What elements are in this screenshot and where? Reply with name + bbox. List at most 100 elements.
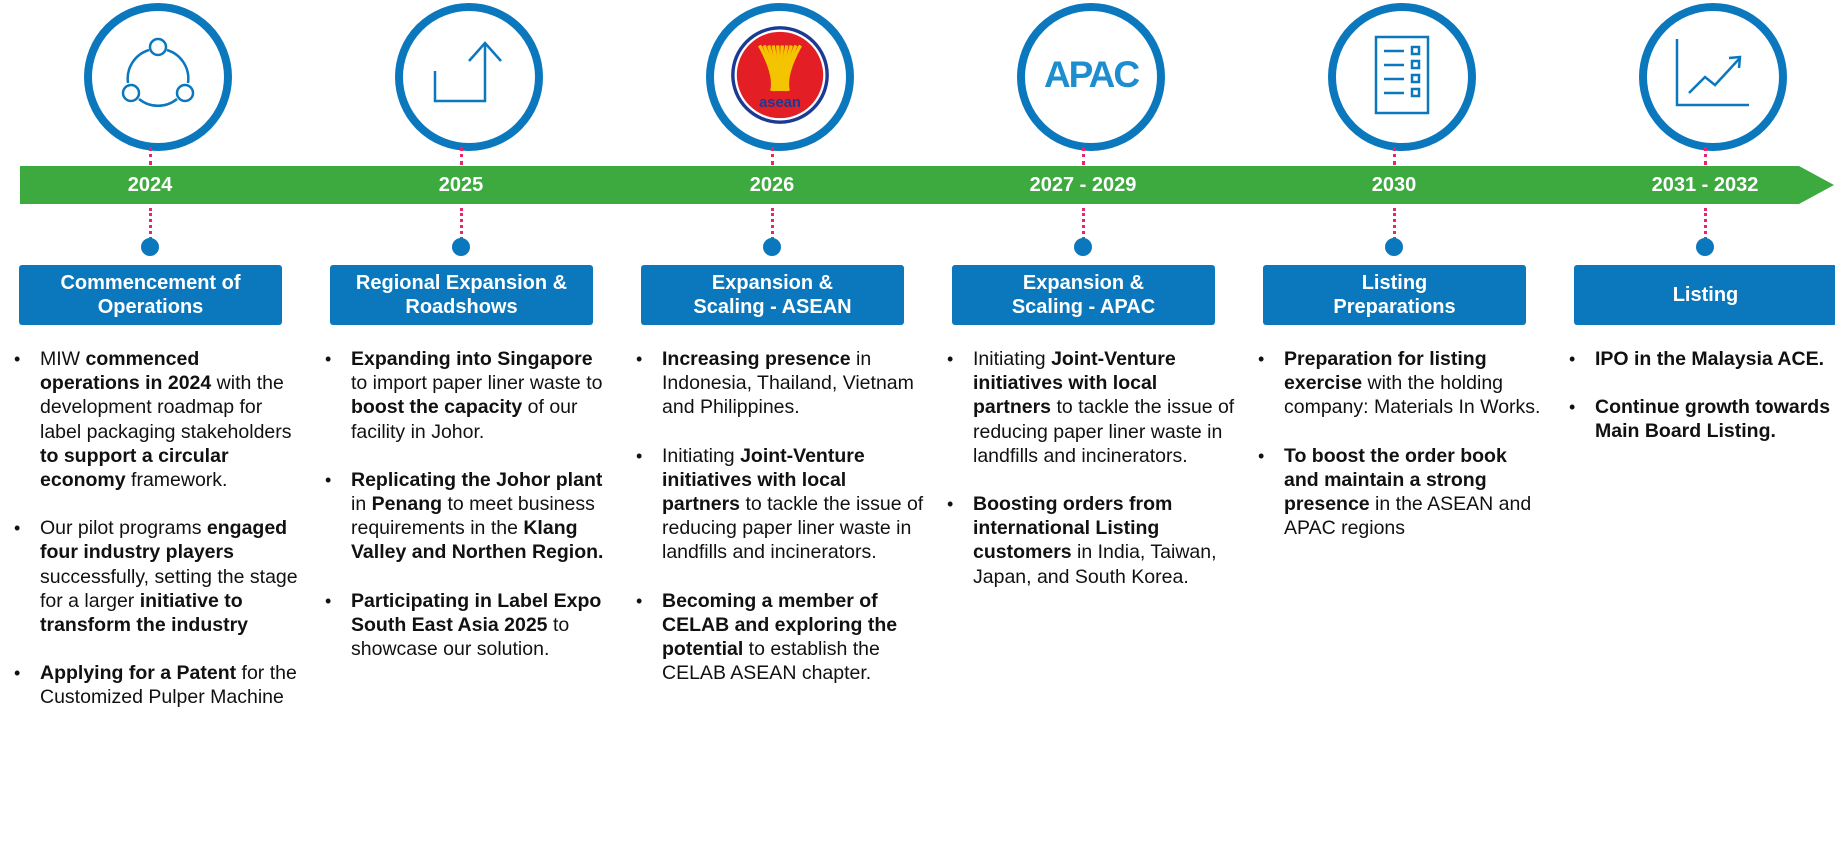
growth-chart-icon xyxy=(1669,31,1757,124)
bullet-item: Becoming a member of CELAB and exploring… xyxy=(634,589,924,686)
bullet-item: MIW commenced operations in 2024 with th… xyxy=(12,347,302,492)
bullet-text-bold: Replicating the Johor plant xyxy=(351,468,603,491)
stage-year: 2030 xyxy=(1371,174,1417,196)
stage-bullets: Increasing presence in Indonesia, Thaila… xyxy=(634,347,924,709)
stage-icon-circle: asean xyxy=(706,3,854,151)
stage-bullets: MIW commenced operations in 2024 with th… xyxy=(12,347,302,734)
bullet-text: Initiating xyxy=(662,444,741,467)
bullet-item: To boost the order book and maintain a s… xyxy=(1256,444,1546,541)
bullet-text-bold: Participating in Label Expo South East A… xyxy=(351,589,602,636)
bullet-text-bold: Preparation for listing exercise xyxy=(1284,348,1487,395)
bullet-text: for the Customized Pulper Machine xyxy=(40,662,297,709)
stage-bullets: Preparation for listing exercise with th… xyxy=(1256,347,1546,564)
stage-icon-circle xyxy=(84,3,232,151)
bullet-text: in Indonesia, Thailand, Vietnam and Phil… xyxy=(662,348,914,419)
stage-title-line: Expansion & xyxy=(1022,272,1145,294)
bullet-item: Boosting orders from international Listi… xyxy=(945,492,1235,589)
bullet-item: Increasing presence in Indonesia, Thaila… xyxy=(634,347,924,420)
connector-bottom xyxy=(1082,208,1085,240)
stage-title-line: Regional Expansion & xyxy=(355,272,568,294)
bullet-text: with the holding company: Materials In W… xyxy=(1284,372,1541,419)
bullet-item: Applying for a Patent for the Customized… xyxy=(12,661,302,709)
connector-bottom xyxy=(1393,208,1396,240)
bullet-text-bold: Increasing presence xyxy=(662,348,851,370)
stage-title-line: Roadshows xyxy=(405,296,518,318)
bullet-item: IPO in the Malaysia ACE. xyxy=(1567,347,1835,371)
bullet-text-bold: IPO in the Malaysia ACE. xyxy=(1595,348,1825,370)
timeline-node xyxy=(1074,238,1092,256)
connector-bottom xyxy=(771,208,774,240)
bullet-text-bold: Continue growth towards Main Board Listi… xyxy=(1595,396,1831,443)
cycle-icon xyxy=(114,31,202,124)
bullet-text: successfully, setting the stage for a la… xyxy=(40,565,298,612)
bullet-item: Expanding into Singapore to import paper… xyxy=(323,347,613,444)
bullet-text-bold: Joint-Venture initiatives with local par… xyxy=(973,348,1176,419)
stage-year: 2024 xyxy=(127,174,173,196)
connector-top xyxy=(1393,147,1396,165)
stage-title-line: Scaling - ASEAN xyxy=(693,296,852,318)
stage-bullets: Expanding into Singapore to import paper… xyxy=(323,347,613,685)
stage-title-line: Commencement of xyxy=(60,272,241,294)
bullet-text-bold: Boosting orders from international Listi… xyxy=(973,493,1173,564)
bullet-text: Our pilot programs xyxy=(40,517,207,540)
bullet-text-bold: Klang Valley and Northen Region. xyxy=(351,517,604,564)
stage-title: Expansion &Scaling - ASEAN xyxy=(641,265,904,325)
bullet-text-bold: initiative to transform the industry xyxy=(40,589,249,637)
bullet-text-bold: To boost the order book and maintain a s… xyxy=(1284,444,1507,516)
connector-top xyxy=(1704,147,1707,165)
stage-icon-circle xyxy=(395,3,543,151)
stage-year: 2025 xyxy=(438,174,484,196)
stage-title-line: Preparations xyxy=(1333,296,1456,318)
bullet-text: in the ASEAN and APAC regions xyxy=(1284,493,1532,540)
bullet-text-bold: Applying for a Patent xyxy=(40,662,237,685)
timeline-node xyxy=(1385,238,1403,256)
apac-logo-icon: APAC xyxy=(1036,45,1146,110)
timeline-node xyxy=(141,238,159,256)
stage-year: 2027 - 2029 xyxy=(1029,174,1137,196)
checklist-icon xyxy=(1358,31,1446,124)
bullet-text-bold: Becoming a member of CELAB and exploring… xyxy=(662,589,898,661)
stage-title: Expansion &Scaling - APAC xyxy=(952,265,1215,325)
connector-top xyxy=(771,147,774,165)
stage-title-line: Operations xyxy=(97,296,204,318)
bullet-text-bold: engaged four industry players xyxy=(40,517,288,564)
bullet-text-bold: to support a circular economy xyxy=(40,444,229,492)
bullet-text-bold: Joint-Venture initiatives with local par… xyxy=(662,444,865,516)
bullet-text: in India, Taiwan, Japan, and South Korea… xyxy=(973,541,1217,588)
bullet-text: framework. xyxy=(125,469,228,492)
bullet-text-bold: Expanding into Singapore xyxy=(351,348,593,370)
connector-bottom xyxy=(460,208,463,240)
bullet-item: Initiating Joint-Venture initiatives wit… xyxy=(634,444,924,565)
timeline-node xyxy=(1696,238,1714,256)
stage-title-line: Expansion & xyxy=(711,272,834,294)
bullet-text: to meet business requirements in the xyxy=(351,493,595,540)
bullet-text: to showcase our solution. xyxy=(351,613,570,661)
bullet-text: Initiating xyxy=(973,348,1052,370)
timeline-stage-2031-2032: 2031 - 2032 Listing IPO in the Malaysia … xyxy=(1555,0,1835,844)
stage-icon-circle xyxy=(1328,3,1476,151)
timeline-stage-2025: 2025 Regional Expansion &Roadshows Expan… xyxy=(311,0,622,844)
bullet-text-bold: boost the capacity xyxy=(351,396,523,419)
stage-title: Regional Expansion &Roadshows xyxy=(330,265,593,325)
stage-year: 2026 xyxy=(749,174,795,196)
bullet-item: Continue growth towards Main Board Listi… xyxy=(1567,395,1835,443)
connector-top xyxy=(1082,147,1085,165)
bullet-text: with the development roadmap for label p… xyxy=(40,372,292,443)
share-arrow-icon xyxy=(425,31,513,124)
stage-title-line: Listing xyxy=(1672,284,1739,306)
stage-year: 2031 - 2032 xyxy=(1651,174,1759,196)
bullet-text: in xyxy=(351,493,372,516)
connector-bottom xyxy=(1704,208,1707,240)
svg-text:asean: asean xyxy=(759,94,801,110)
stage-bullets: IPO in the Malaysia ACE. Continue growth … xyxy=(1567,347,1835,468)
svg-text:APAC: APAC xyxy=(1044,54,1139,95)
stage-title: Listing xyxy=(1574,265,1835,325)
stage-title-line: Listing xyxy=(1361,272,1428,294)
bullet-item: Our pilot programs engaged four industry… xyxy=(12,516,302,637)
bullet-item: Initiating Joint-Venture initiatives wit… xyxy=(945,347,1235,468)
